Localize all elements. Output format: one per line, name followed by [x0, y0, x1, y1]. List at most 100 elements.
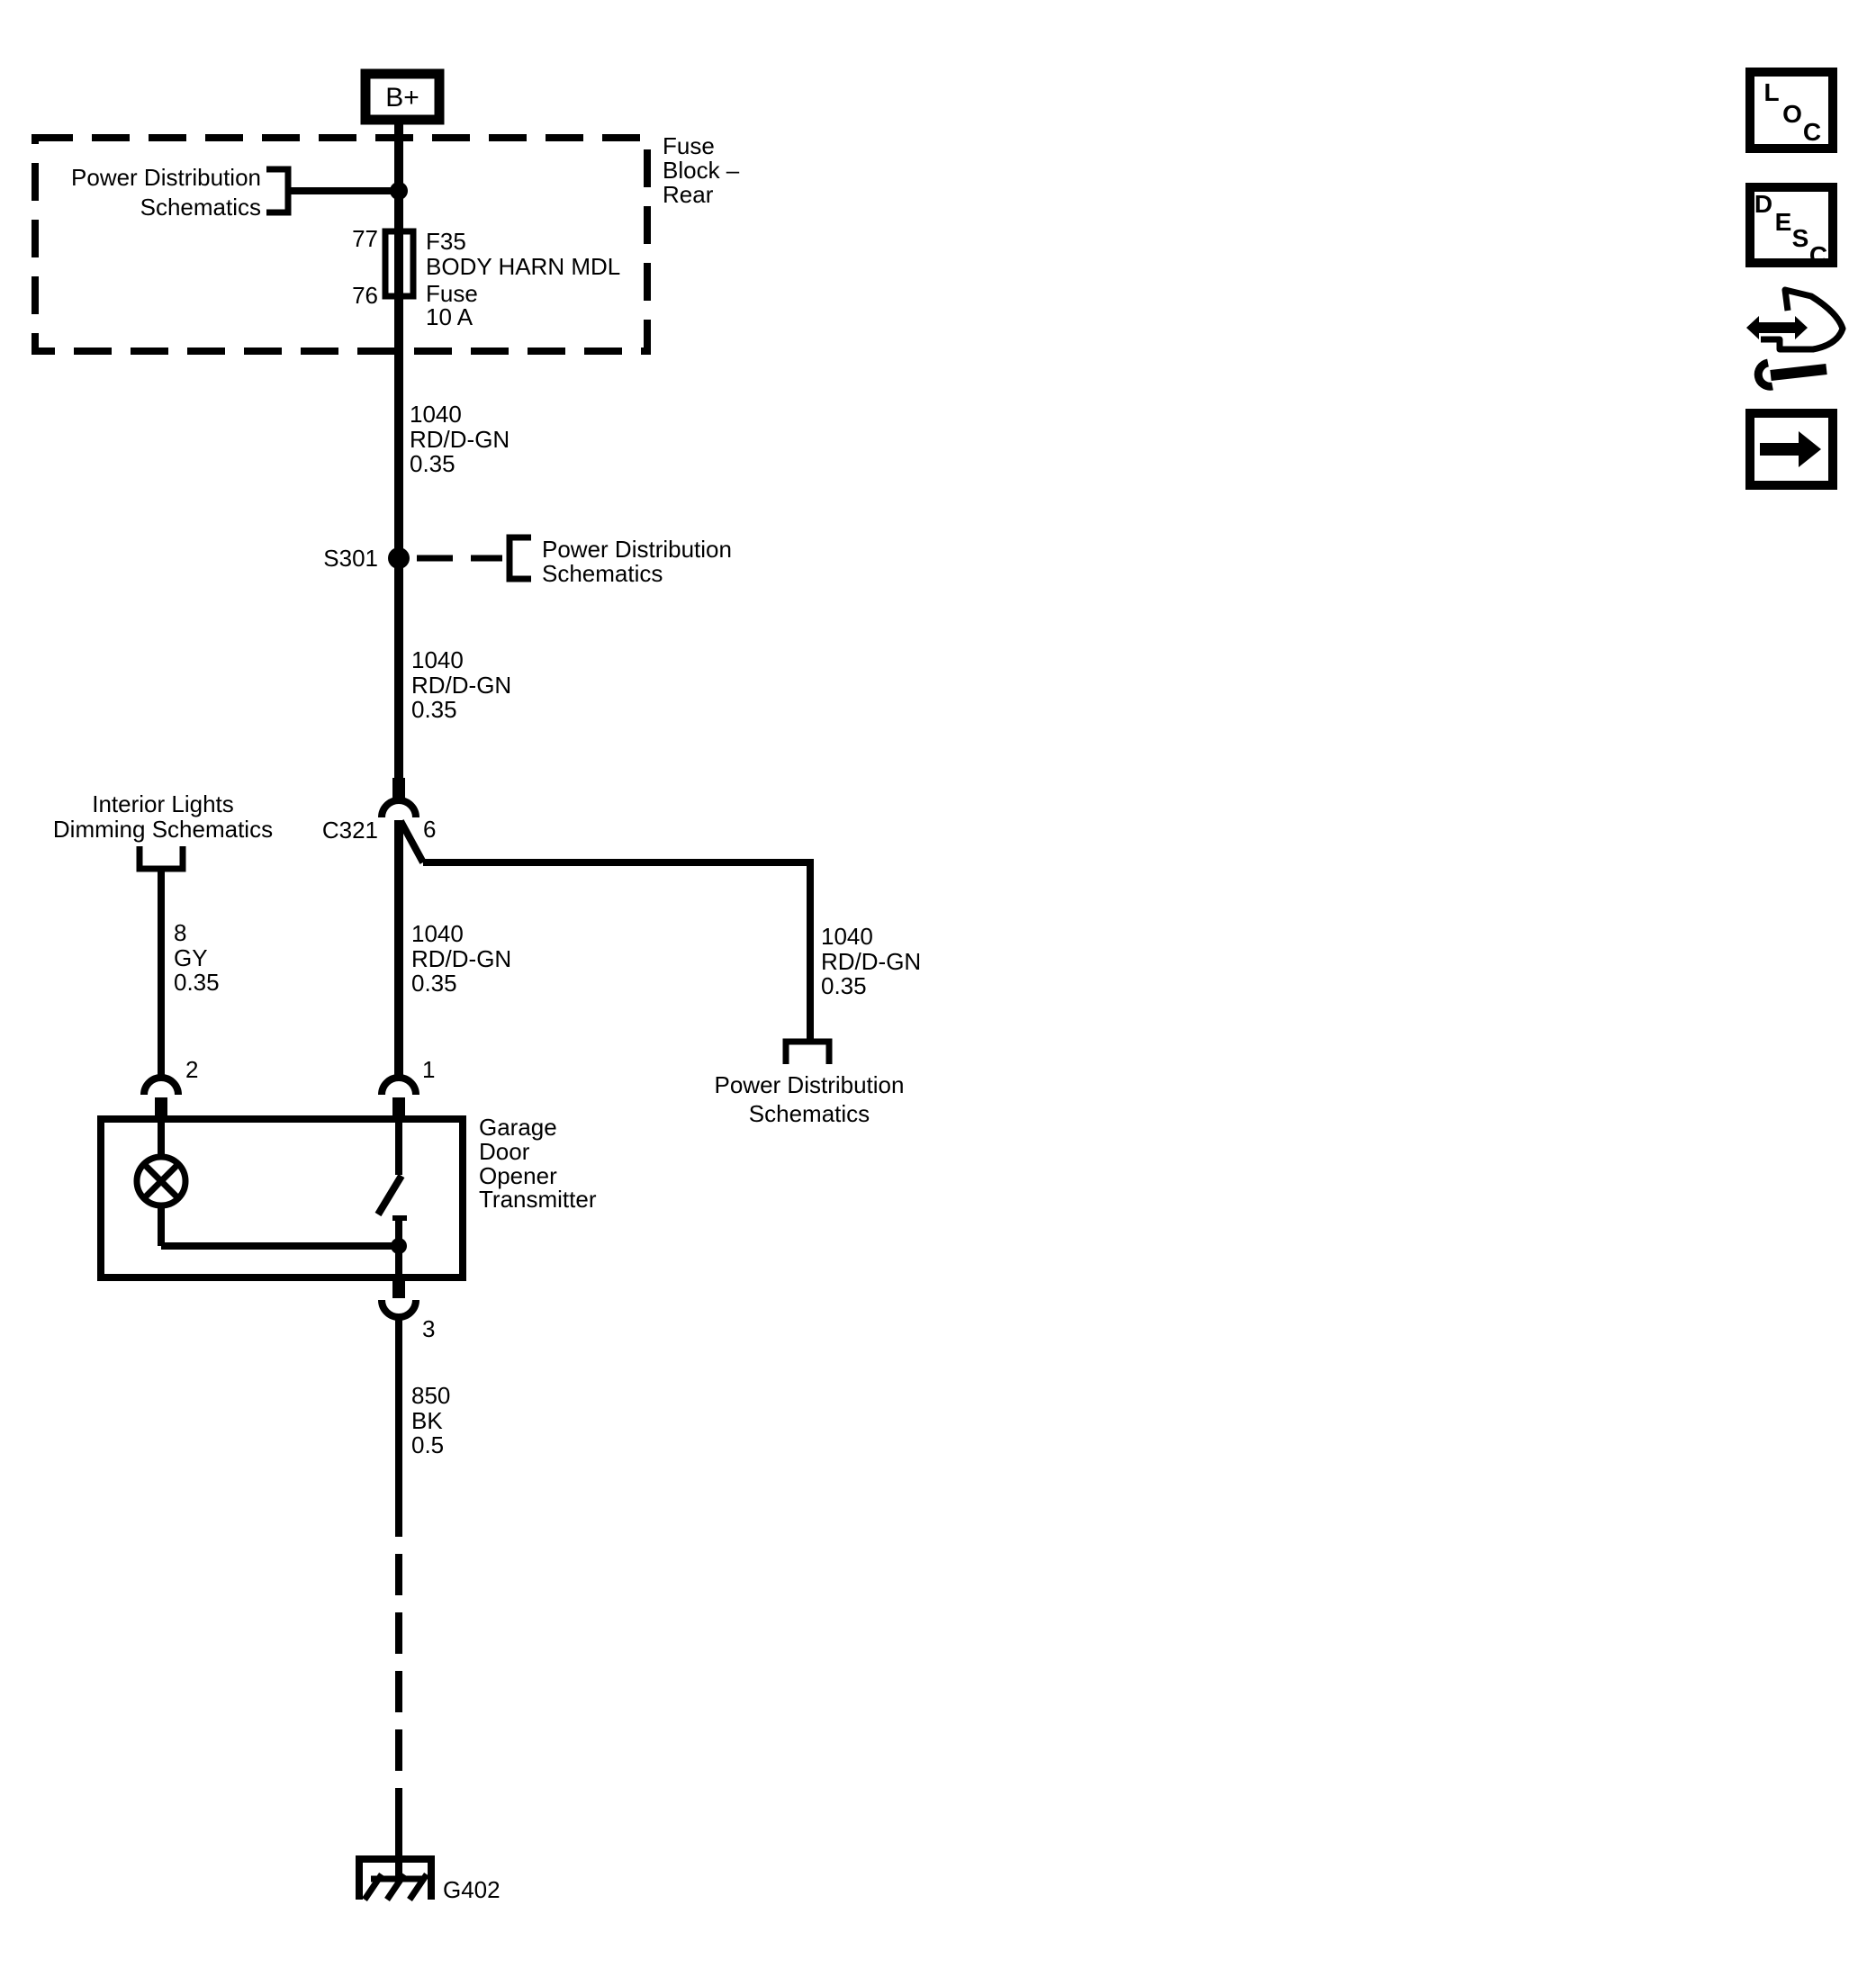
loc-box[interactable] — [1745, 68, 1837, 153]
wire-gauge: 0.35 — [174, 969, 220, 996]
curved-arrow-icon — [1761, 286, 1846, 353]
fuse-block-name-line2: Block – — [663, 157, 740, 184]
fuse-name: BODY HARN MDL — [426, 253, 620, 280]
loc-letter-o: O — [1782, 100, 1802, 128]
fuseblock-ref-line1: Power Distribution — [71, 164, 261, 191]
switch-blade — [374, 1173, 405, 1217]
wrench-jaw-icon — [1754, 358, 1773, 391]
pin-1-label: 1 — [422, 1056, 435, 1083]
splice-dot — [388, 547, 410, 569]
connector-c321: C321 6 — [322, 778, 436, 864]
loc-button[interactable]: L O C — [1745, 68, 1837, 153]
desc-letter-c: C — [1809, 241, 1827, 269]
wire-label-1040-c: 1040 RD/D-GN 0.35 — [411, 920, 511, 997]
wire-color: RD/D-GN — [411, 945, 511, 972]
garage-door-opener-transmitter: Garage Door Opener Transmitter — [97, 1114, 597, 1281]
wrench-handle-icon — [1770, 364, 1827, 381]
gdo-pin-1: 1 — [378, 1056, 435, 1119]
desc-button[interactable]: D E S C — [1745, 183, 1837, 269]
loc-letter-c: C — [1803, 118, 1821, 146]
connector-pin-6: 6 — [423, 816, 436, 843]
bplus-terminal: B+ — [360, 68, 445, 125]
ground-id: G402 — [443, 1876, 501, 1903]
connector-arc-pin1 — [378, 1074, 419, 1096]
branch-diagonal — [397, 819, 427, 864]
wire-circuit-number: 1040 — [821, 923, 873, 950]
wire-gauge: 0.35 — [411, 696, 457, 723]
fuse-pin-76: 76 — [352, 282, 378, 309]
desc-letter-s: S — [1792, 224, 1809, 252]
wire-color: GY — [174, 944, 208, 971]
gdo-name-line4: Transmitter — [479, 1186, 597, 1213]
wire-circuit-number: 1040 — [411, 920, 464, 947]
ref-bracket-up — [136, 846, 186, 872]
gdo-box — [97, 1115, 466, 1281]
fuseblock-ref-line2: Schematics — [140, 194, 261, 221]
connector-arc — [378, 797, 419, 818]
lamp-x — [141, 1161, 181, 1201]
fuse-block-name-line1: Fuse — [663, 132, 715, 159]
ref-bracket-down — [782, 1038, 833, 1064]
bplus-box — [360, 68, 445, 125]
branch-left-ref-line1: Interior Lights — [92, 790, 234, 817]
wire-circuit-number: 8 — [174, 919, 186, 946]
splice-s301: S301 Power Distribution Schematics — [323, 534, 732, 587]
pin-2-label: 2 — [185, 1056, 198, 1083]
branch-right-ref-line2: Schematics — [749, 1100, 870, 1127]
connector-id: C321 — [322, 817, 378, 844]
wire-circuit-number: 1040 — [411, 646, 464, 673]
diagnostic-navigation-button[interactable] — [1746, 286, 1846, 391]
double-arrow-icon — [1746, 316, 1808, 339]
wire-circuit-number: 1040 — [410, 401, 462, 428]
branch-left-interior-lights: Interior Lights Dimming Schematics 8 GY … — [53, 790, 273, 1079]
ground-hatch-slashes — [362, 1873, 429, 1901]
wire-gauge: 0.5 — [411, 1431, 444, 1458]
wire-gauge: 0.35 — [410, 450, 455, 477]
splice-ref-line1: Power Distribution — [542, 536, 732, 563]
gdo-pin-2: 2 — [140, 1056, 198, 1119]
wire-color: RD/D-GN — [411, 672, 511, 699]
desc-letter-e: E — [1775, 208, 1792, 236]
ground-side-bars — [356, 1859, 435, 1900]
wire-circuit-number: 850 — [411, 1382, 450, 1409]
connector-arc-pin2 — [140, 1074, 182, 1096]
wire-gauge: 0.35 — [821, 972, 867, 999]
desc-letter-d: D — [1754, 190, 1772, 218]
ground-g402: G402 — [356, 1828, 501, 1903]
branch-right-power-distribution: 1040 RD/D-GN 0.35 Power Distribution Sch… — [423, 859, 921, 1127]
right-arrow-icon — [1760, 431, 1821, 467]
bplus-label: B+ — [385, 83, 419, 113]
wire-color: RD/D-GN — [410, 426, 510, 453]
fuse-rating: 10 A — [426, 303, 474, 330]
gdo-name-line1: Garage — [479, 1114, 557, 1141]
branch-right-wire — [423, 859, 814, 1042]
wire-color: BK — [411, 1407, 443, 1434]
ref-bracket-s301 — [506, 534, 531, 582]
fuse-block-rear: Fuse Block – Rear Power Distribution Sch… — [32, 132, 740, 355]
gdo-pin-3: 3 — [378, 1277, 435, 1342]
fuse-id: F35 — [426, 228, 466, 255]
fuse-type: Fuse — [426, 280, 478, 307]
fuse-pin-77: 77 — [352, 225, 378, 252]
loc-letter-l: L — [1763, 78, 1779, 106]
wire-label-1040-b: 1040 RD/D-GN 0.35 — [411, 646, 511, 723]
splice-ref-line2: Schematics — [542, 560, 663, 587]
fuse-f35-symbol — [382, 228, 417, 300]
fuse-block-name-line3: Rear — [663, 181, 714, 208]
wire-label-1040-a: 1040 RD/D-GN 0.35 — [410, 401, 510, 477]
next-page-button[interactable] — [1745, 409, 1837, 490]
gdo-name-line2: Door — [479, 1138, 530, 1165]
connector-arc-pin3 — [378, 1299, 419, 1321]
ground-wire-850: 850 BK 0.5 — [395, 1317, 450, 1878]
fuse-block-dashed-outline — [32, 134, 651, 355]
splice-id: S301 — [323, 545, 378, 572]
branch-right-ref-line1: Power Distribution — [715, 1071, 905, 1098]
desc-box[interactable] — [1745, 183, 1837, 267]
wire-color: RD/D-GN — [821, 948, 921, 975]
wire-gauge: 0.35 — [411, 970, 457, 997]
pin-3-label: 3 — [422, 1315, 435, 1342]
ref-bracket-left-top — [266, 166, 292, 216]
branch-left-ref-line2: Dimming Schematics — [53, 816, 273, 843]
